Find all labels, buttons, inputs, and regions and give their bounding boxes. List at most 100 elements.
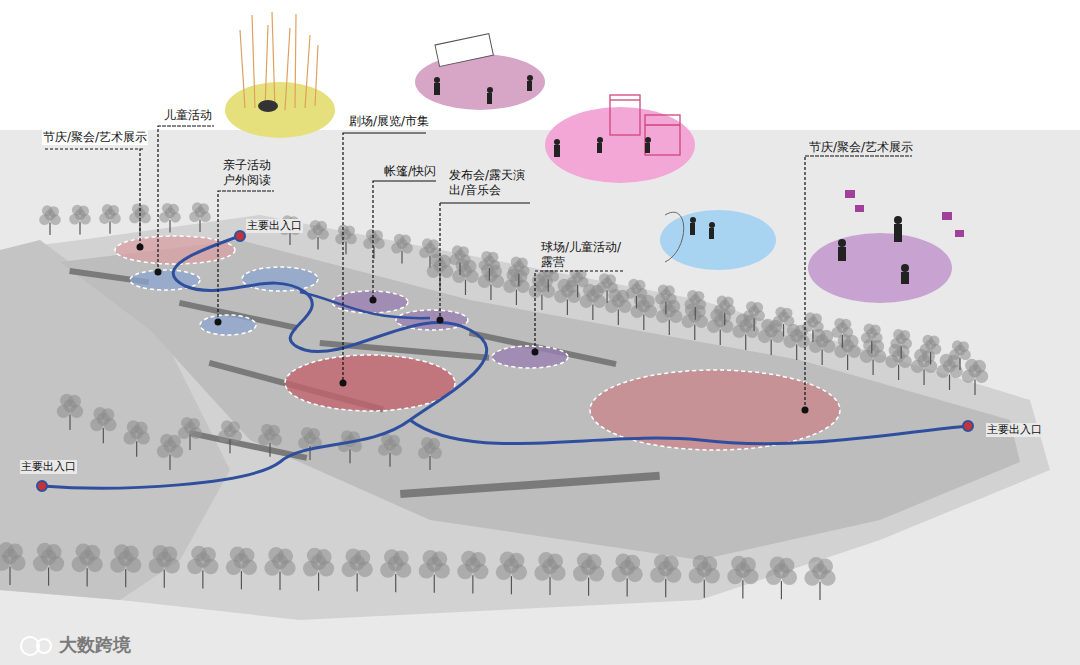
tree [496,551,527,594]
tree [684,290,706,320]
play-frame [610,95,680,155]
tree [298,427,322,460]
tree-rows [0,202,988,600]
tree [650,554,681,597]
zone-callout: 亲子活动 户外阅读 [222,158,278,188]
bubble [808,233,952,303]
figures [554,137,651,157]
tree [226,546,257,589]
tree [123,420,149,456]
tree [39,205,61,235]
zone-callout: 发布会/露天演出/音乐会 [448,168,536,198]
tree [57,394,83,430]
watermark-logo [21,637,51,655]
tree [860,339,886,375]
zone-ellipse [285,355,455,411]
tree [307,220,329,250]
tree [655,284,677,314]
tree [149,545,180,588]
zone-callout: 帐篷/快闪 [383,164,437,179]
tree [457,551,488,594]
ground [0,130,1080,665]
tree [714,296,736,326]
tree [303,548,334,591]
tree [567,268,589,298]
tree [809,329,835,365]
leader-dots [137,244,809,414]
zone-ellipse [115,236,235,264]
tree [99,204,121,234]
tree [72,544,103,587]
zone-callout: 节庆/聚会/艺术展示 [808,140,914,155]
tree [936,354,962,390]
tree [885,344,911,380]
tree [335,225,357,255]
tree [418,437,442,470]
activity-bubbles [225,12,964,303]
ball-cage [665,212,684,262]
tree [391,234,413,264]
tree [449,245,471,275]
tree [573,553,604,596]
tree [187,546,218,589]
tree [727,556,758,599]
figures [690,217,715,239]
bubble [415,54,545,110]
tree [534,552,565,595]
planter [469,330,617,367]
tree [33,543,64,586]
entrance-dots [37,231,973,491]
tree [596,273,618,303]
tree [612,554,643,597]
zone-callout: 剧场/展览/市集 [348,114,430,129]
tree [949,340,971,370]
planters [69,268,660,498]
tree [69,205,91,235]
tree [157,434,183,470]
figure [258,100,278,112]
route-path [42,236,487,488]
tree [90,407,116,443]
tree [773,307,795,337]
zone-callout: 儿童活动 [163,108,213,123]
tree [363,229,385,259]
bubble [225,82,335,138]
tree [834,334,860,370]
site-platform [0,215,1050,620]
tree [479,251,501,281]
bubble [545,107,695,183]
tree [189,202,211,232]
entrance-label: 主要出入口 [246,219,303,233]
tree [342,549,373,592]
zone-ellipse [492,346,568,368]
watermark: 大数跨境 [58,634,132,657]
tree [159,203,181,233]
tree [743,301,765,331]
zone-ellipse [200,315,256,335]
entrance-label: 主要出入口 [986,423,1043,437]
tree [0,542,26,585]
zone-ellipse [242,267,318,291]
tree [832,318,854,348]
screen [435,34,493,67]
bubble [660,210,776,270]
tree [378,434,402,467]
tree [264,547,295,590]
tree [766,556,797,599]
tree [890,329,912,359]
tree [920,335,942,365]
flag-art [845,190,964,237]
tree [861,324,883,354]
reed-art [240,12,318,110]
tree [508,256,530,286]
tree [380,549,411,592]
tree [178,417,202,450]
entrance-label: 主要出入口 [20,460,77,474]
zone-callout: 节庆/聚会/艺术展示 [42,130,148,145]
tree [258,424,282,457]
tree [962,359,988,395]
tree [626,279,648,309]
tree [804,557,835,600]
